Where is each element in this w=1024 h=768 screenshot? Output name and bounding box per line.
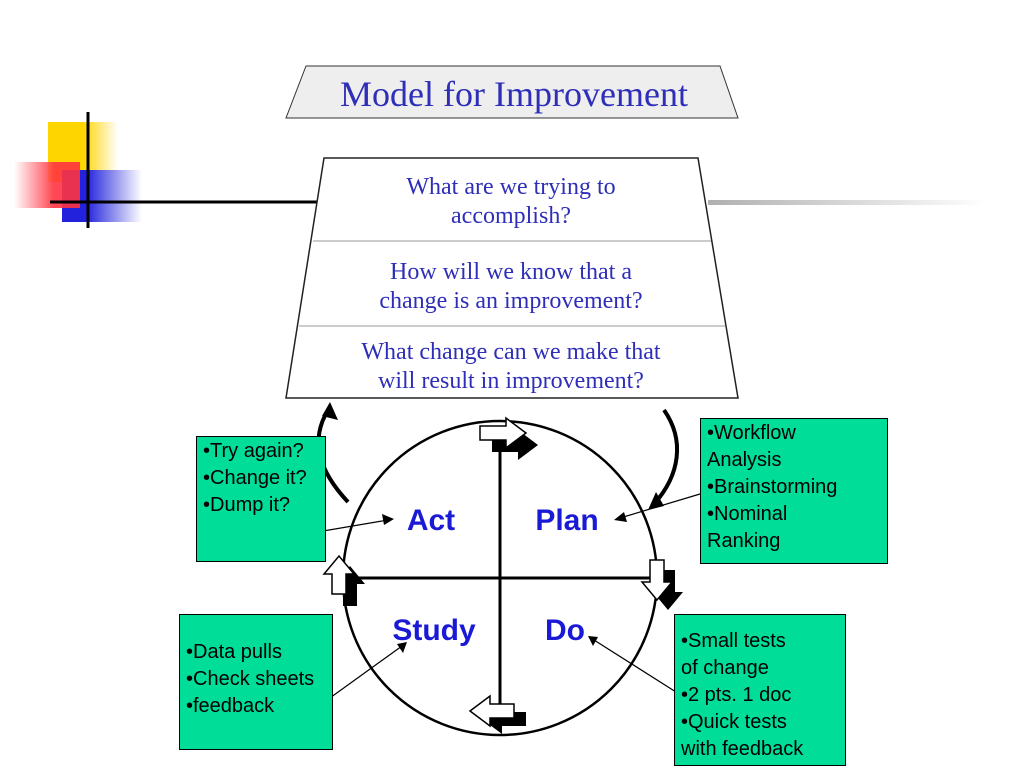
plan-note-item: •Nominal [707, 503, 788, 525]
act-notes-box: •Try again? •Change it? •Dump it? [196, 436, 326, 562]
do-note-item: •2 pts. 1 doc [681, 684, 792, 706]
do-note-item: •Quick tests [681, 711, 787, 733]
act-note-item: •Dump it? [203, 494, 291, 516]
questions-shape [285, 157, 739, 399]
plan-note-pointer [619, 493, 701, 519]
decorative-corner-squares [14, 112, 988, 228]
questions-to-plan-curve [652, 408, 679, 506]
bottom-block-arrow-icon [468, 694, 526, 734]
question-3-line-2: will result in improvement? [378, 368, 644, 394]
do-note-item: •Small tests [681, 630, 786, 652]
question-1-line-2: accomplish? [451, 203, 571, 229]
left-block-arrow-icon [322, 554, 365, 606]
study-note-item: •feedback [186, 695, 275, 717]
arrowhead-icon [614, 512, 627, 522]
arrowhead-icon [382, 514, 394, 525]
right-block-arrow-icon [640, 559, 683, 610]
cycle-label-act: Act [407, 504, 455, 537]
plan-note-item: •Brainstorming [707, 476, 838, 498]
pdsa-cycle: Act Plan Study Do [322, 416, 683, 737]
study-note-item: •Data pulls [186, 641, 282, 663]
question-3-line-1: What change can we make that [361, 339, 661, 365]
question-2-line-2: change is an improvement? [379, 288, 642, 314]
note-pointers [281, 493, 701, 709]
question-2-line-1: How will we know that a [390, 259, 632, 285]
arrowhead-icon [322, 402, 338, 420]
cycle-label-do: Do [545, 614, 585, 647]
do-note-item: of change [681, 657, 769, 679]
deco-fade-line [708, 200, 988, 205]
do-notes-box: •Small tests of change •2 pts. 1 doc •Qu… [674, 614, 846, 766]
title-banner: Model for Improvement [285, 65, 739, 119]
act-note-item: •Try again? [203, 440, 304, 462]
title-banner-shape [285, 65, 739, 119]
act-note-item: •Change it? [203, 467, 307, 489]
top-block-arrow-icon [479, 416, 538, 460]
plan-note-item: Ranking [707, 530, 781, 552]
plan-note-item: Analysis [707, 449, 782, 471]
questions-panel: What are we trying to accomplish? How wi… [285, 157, 739, 399]
plan-notes-box: •Workflow Analysis •Brainstorming •Nomin… [700, 418, 888, 564]
do-note-item: with feedback [681, 738, 804, 760]
red-square [14, 162, 80, 208]
study-note-item: •Check sheets [186, 668, 315, 690]
do-note-pointer [593, 639, 677, 693]
arrowhead-icon [397, 642, 407, 653]
plan-note-item: •Workflow [707, 422, 796, 444]
question-1-line-1: What are we trying to [406, 174, 615, 200]
cycle-label-study: Study [392, 614, 476, 647]
page-title: Model for Improvement [340, 74, 688, 114]
study-notes-box: •Data pulls •Check sheets •feedback [179, 614, 333, 750]
arrowhead-icon [588, 636, 598, 646]
cycle-label-plan: Plan [535, 504, 598, 537]
